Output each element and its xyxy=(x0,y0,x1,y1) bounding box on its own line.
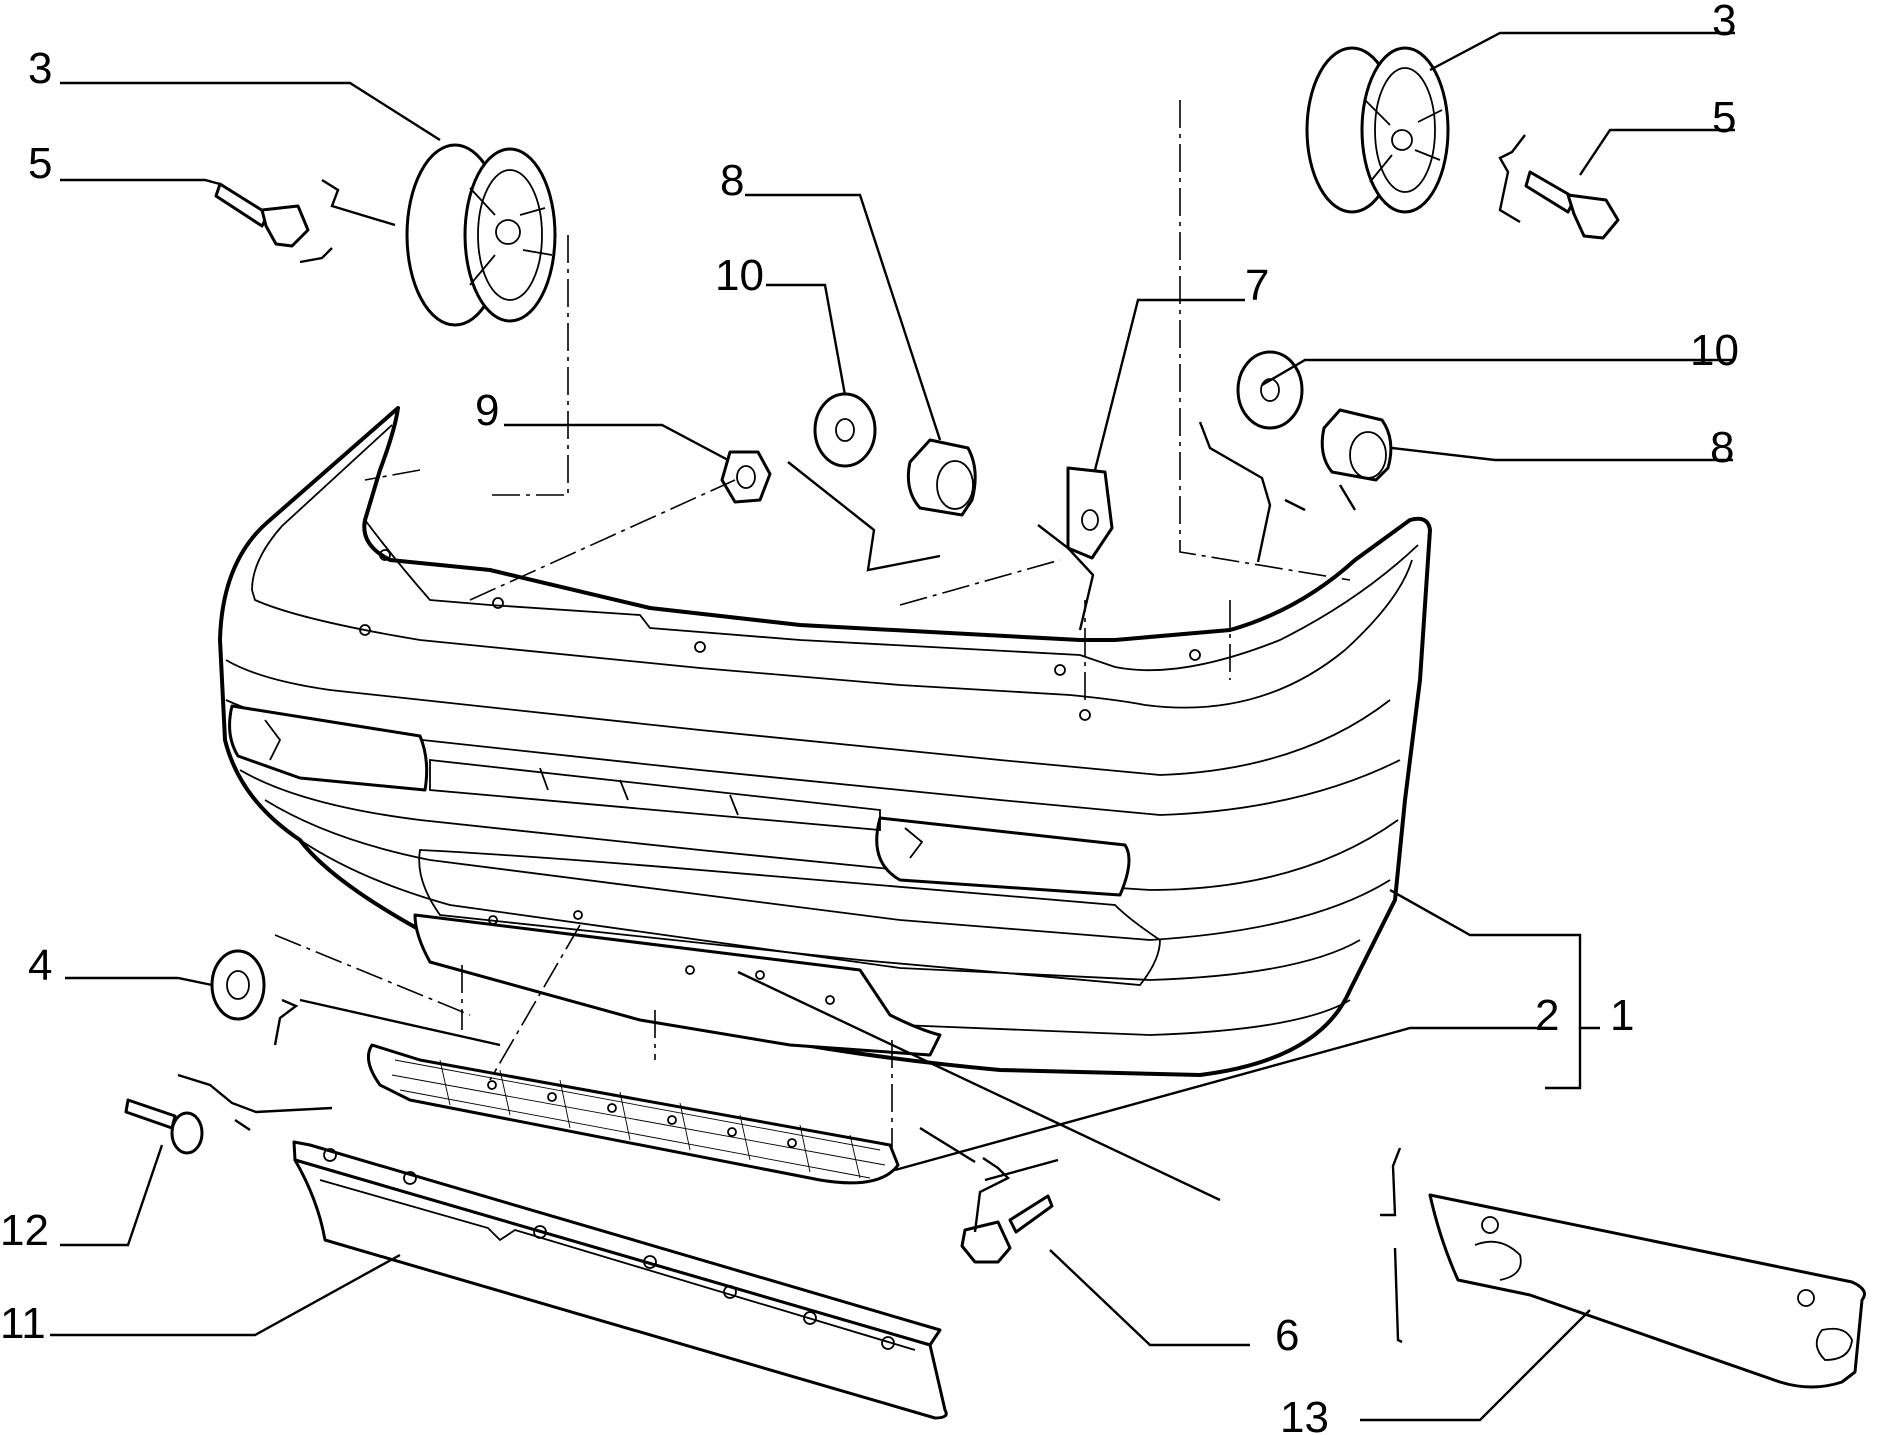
callout-9: 9 xyxy=(475,386,499,435)
callout-5-left: 5 xyxy=(28,139,52,188)
callout-5-right: 5 xyxy=(1712,93,1736,142)
callout-2: 2 xyxy=(1535,991,1559,1040)
callout-labels: 3 5 3 5 8 10 7 10 8 9 4 2 1 12 11 6 13 xyxy=(0,0,1739,1435)
callout-10-left: 10 xyxy=(715,251,764,300)
callout-6: 6 xyxy=(1275,1311,1299,1360)
callout-8-left: 8 xyxy=(720,156,744,205)
washer-10-right xyxy=(1236,350,1304,430)
nut-8-left xyxy=(906,438,977,517)
washer-10-left xyxy=(813,392,877,468)
callout-11: 11 xyxy=(0,1299,46,1348)
assembly-lines xyxy=(177,100,1526,1344)
callout-13: 13 xyxy=(1280,1393,1329,1435)
callout-7: 7 xyxy=(1245,261,1269,310)
bolt-6 xyxy=(960,1194,1054,1264)
clip-9 xyxy=(720,450,772,504)
mount-wheel-right xyxy=(1305,46,1450,214)
clip-7 xyxy=(1066,466,1114,560)
callout-10-right: 10 xyxy=(1690,326,1739,375)
callout-4: 4 xyxy=(28,941,52,990)
callout-12: 12 xyxy=(0,1206,49,1255)
mount-wheel-left xyxy=(405,143,557,327)
lower-grille xyxy=(366,1043,900,1185)
callout-8-right: 8 xyxy=(1710,423,1734,472)
pin-12 xyxy=(124,1098,204,1155)
callout-3-left: 3 xyxy=(28,44,52,93)
bolt-5-right xyxy=(1524,170,1620,240)
side-bracket xyxy=(1428,1193,1866,1389)
callout-1: 1 xyxy=(1610,991,1634,1040)
callout-3-right: 3 xyxy=(1712,0,1736,45)
nut-8-right xyxy=(1320,408,1393,482)
fastener-4 xyxy=(210,949,266,1021)
bolt-5-left xyxy=(214,182,310,248)
bumper-cover xyxy=(218,406,1432,1077)
spoiler-strip xyxy=(292,1140,948,1420)
leader-lines xyxy=(50,31,1735,1422)
